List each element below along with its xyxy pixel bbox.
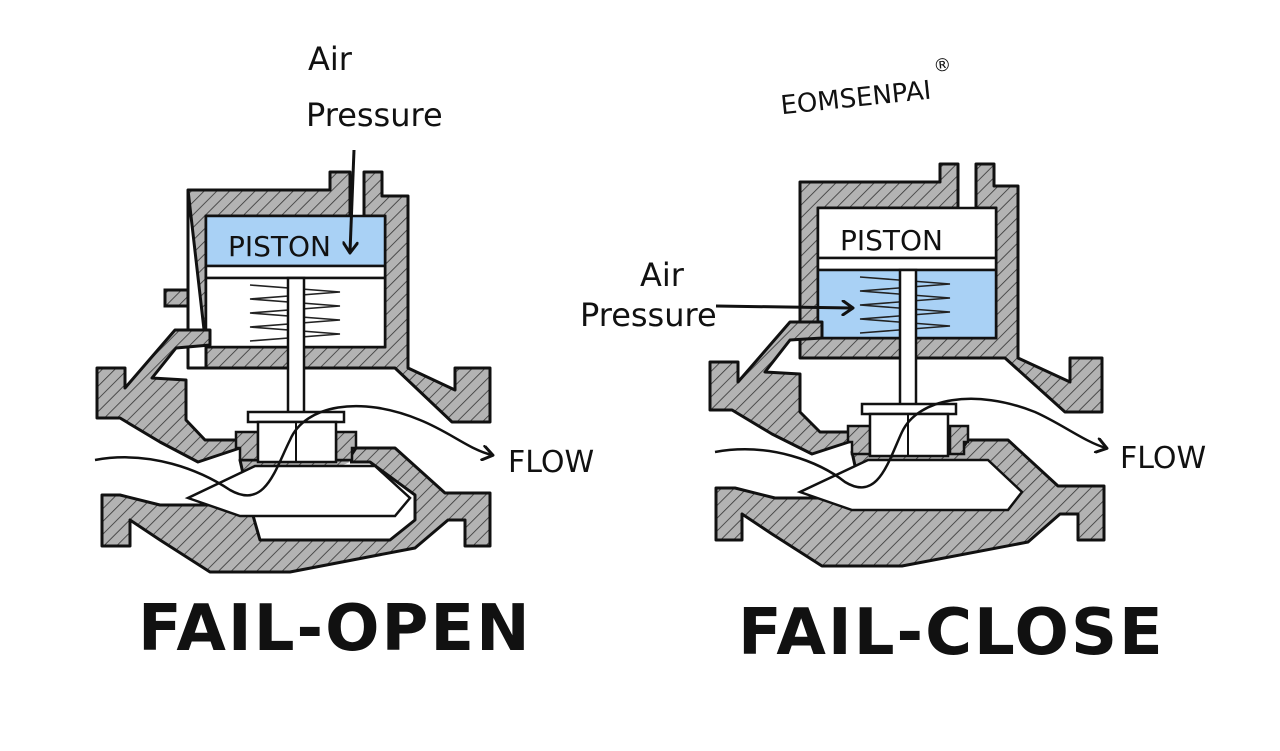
- valve-body: [708, 320, 857, 456]
- piston-plate: [816, 256, 998, 272]
- flow-line: [94, 404, 492, 497]
- flow-line: [714, 397, 1106, 489]
- watermark: EOMSENPAI ®: [779, 54, 952, 122]
- valve-seat: [846, 424, 872, 456]
- air-label-line2: Pressure: [580, 296, 717, 334]
- valve-stem: [286, 276, 306, 420]
- valve-plug: [246, 410, 346, 424]
- watermark-text: EOMSENPAI: [779, 76, 932, 122]
- air-chamber: [204, 214, 387, 268]
- diagram-title: FAIL-CLOSE: [738, 596, 1165, 670]
- fail-close-diagram: PISTON Air Pressure FLOW FAIL-CLOSE: [580, 162, 1206, 670]
- air-pressure-arrow: [350, 149, 354, 252]
- valve-stem: [898, 268, 918, 412]
- upper-chamber: [816, 206, 998, 260]
- flow-label: FLOW: [508, 445, 594, 480]
- air-label-line1: Air: [308, 40, 353, 78]
- piston-plate: [204, 264, 387, 280]
- piston-label: PISTON: [228, 230, 331, 263]
- valve-plug: [860, 402, 958, 416]
- spring: [859, 276, 951, 334]
- flow-label: FLOW: [1120, 441, 1206, 476]
- air-pressure-arrow: [715, 306, 852, 308]
- air-label-line2: Pressure: [306, 96, 443, 134]
- valve-body: [95, 328, 242, 464]
- spring: [249, 284, 341, 342]
- fail-open-diagram: PISTON Air Pressure FLOW FAIL-OPEN: [94, 40, 594, 666]
- registered-mark: ®: [932, 54, 952, 77]
- diagram-title: FAIL-OPEN: [138, 592, 532, 666]
- air-label-line1: Air: [640, 256, 685, 294]
- piston-label: PISTON: [840, 224, 943, 257]
- valve-seat: [234, 430, 260, 462]
